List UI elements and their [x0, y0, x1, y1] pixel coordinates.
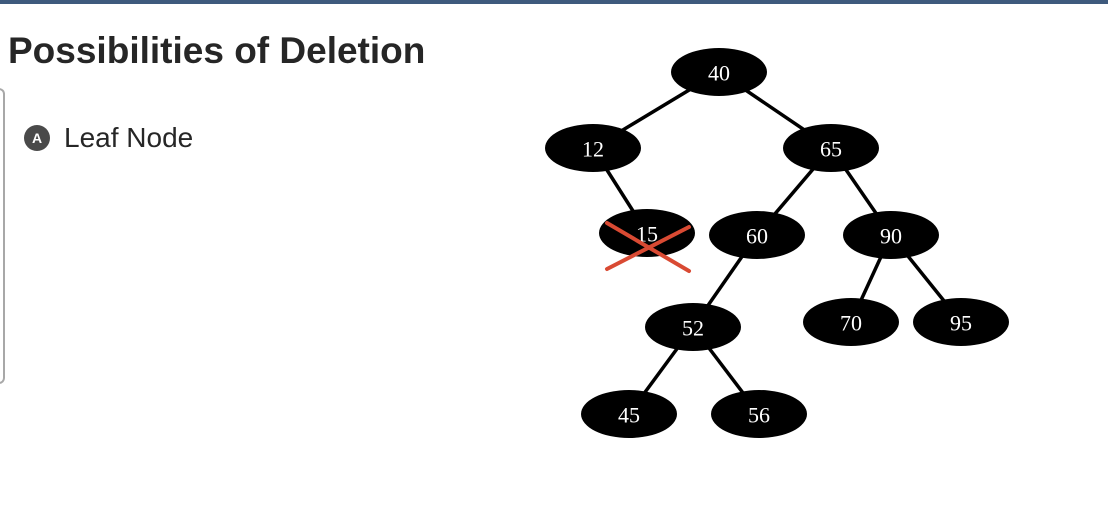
tree-node-shape [843, 211, 939, 259]
delete-cross-stroke [605, 225, 691, 271]
tree-node-shape [783, 124, 879, 172]
tree-node-12: 12 [545, 124, 641, 172]
tree-node-label: 60 [746, 224, 768, 249]
bullet-marker-icon: A [24, 125, 50, 151]
bullet-text: Leaf Node [64, 122, 194, 153]
tree-node-label: 90 [880, 224, 902, 249]
tree-node-shape [709, 211, 805, 259]
tree-node-shape [645, 303, 741, 351]
slide-title: Possibilities of Deletion [8, 30, 426, 71]
tree-node-label: 52 [682, 316, 704, 341]
bullet-item: A Leaf Node [24, 122, 193, 154]
tree-node-shape [671, 48, 767, 96]
tree-node-shape [581, 390, 677, 438]
tree-node-45: 45 [581, 390, 677, 438]
tree-nodes: 40 12 65 15 60 90 52 70 95 45 56 [545, 48, 1009, 438]
tree-node-52: 52 [645, 303, 741, 351]
tree-node-label: 95 [950, 311, 972, 336]
tree-node-shape [913, 298, 1009, 346]
tree-node-label: 40 [708, 61, 730, 86]
tree-node-90: 90 [843, 211, 939, 259]
tree-node-40: 40 [671, 48, 767, 96]
tree-node-label: 70 [840, 311, 862, 336]
delete-cross-icon [605, 221, 691, 273]
tree-node-15: 15 [599, 209, 695, 273]
tree-node-label: 65 [820, 137, 842, 162]
tree-node-65: 65 [783, 124, 879, 172]
top-accent-bar [0, 0, 1108, 4]
tree-node-label: 12 [582, 137, 604, 162]
tree-node-label: 15 [636, 222, 658, 247]
tree-node-95: 95 [913, 298, 1009, 346]
tree-node-60: 60 [709, 211, 805, 259]
tree-node-shape [599, 209, 695, 257]
tree-node-shape [545, 124, 641, 172]
tree-node-label: 56 [748, 403, 770, 428]
tree-node-label: 45 [618, 403, 640, 428]
tree-node-56: 56 [711, 390, 807, 438]
tree-node-70: 70 [803, 298, 899, 346]
tree-node-shape [711, 390, 807, 438]
tree-node-shape [803, 298, 899, 346]
